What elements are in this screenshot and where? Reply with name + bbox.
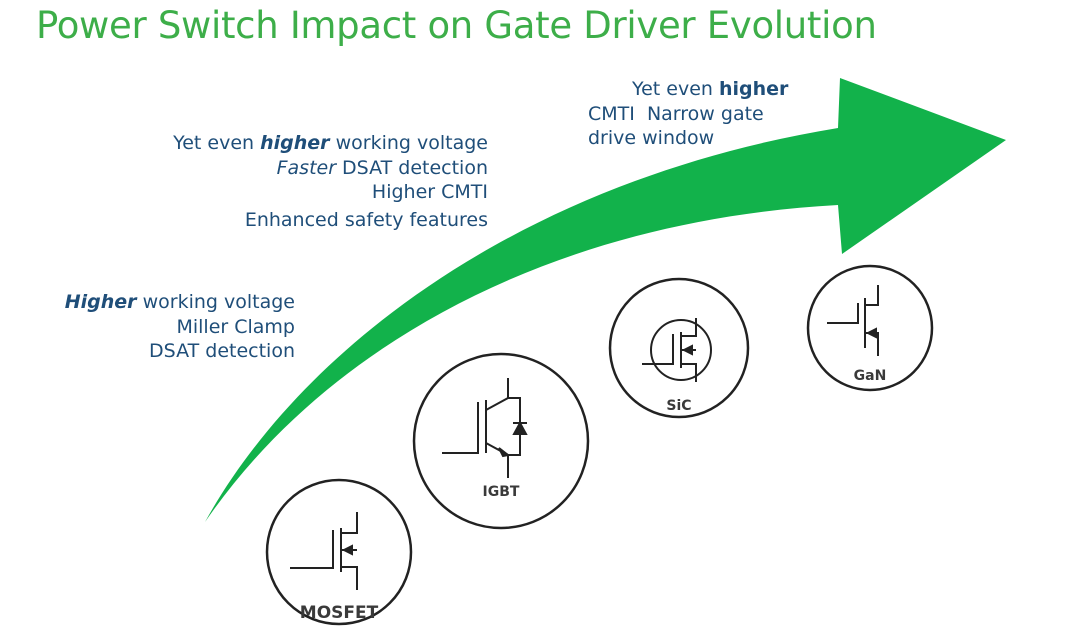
gan-node: GaN bbox=[806, 264, 934, 392]
mosfet-features: Higher working voltage Miller Clamp DSAT… bbox=[65, 290, 295, 364]
feature-line: CMTI Narrow gate bbox=[588, 102, 764, 125]
igbt-node: IGBT bbox=[412, 352, 590, 530]
feature-line: Yet even higher working voltage bbox=[173, 131, 488, 156]
feature-text: working voltage bbox=[329, 132, 488, 154]
emphasis: higher bbox=[260, 132, 330, 154]
gan-fet-symbol-icon bbox=[827, 285, 879, 356]
gan-label: GaN bbox=[854, 368, 887, 384]
feature-text: working voltage bbox=[136, 291, 295, 313]
feature-line: DSAT detection bbox=[149, 340, 295, 362]
feature-line: Higher CMTI bbox=[371, 181, 488, 203]
sic-label: SiC bbox=[666, 398, 691, 414]
feature-text: Yet even bbox=[173, 132, 261, 154]
mosfet-label: MOSFET bbox=[300, 603, 379, 623]
igbt-symbol-icon bbox=[442, 378, 528, 478]
page-title: Power Switch Impact on Gate Driver Evolu… bbox=[36, 4, 877, 47]
evolution-arrow bbox=[205, 78, 1006, 522]
feature-line: drive window bbox=[588, 127, 715, 149]
emphasis: Faster bbox=[276, 156, 337, 179]
igbt-label: IGBT bbox=[483, 484, 520, 500]
sic-features: Yet even higher CMTI Narrow gate drive w… bbox=[588, 77, 788, 151]
sic-mosfet-symbol-icon bbox=[642, 318, 712, 382]
emphasis: higher bbox=[718, 78, 789, 100]
feature-line: Higher working voltage bbox=[65, 290, 295, 315]
feature-text: Yet even bbox=[632, 78, 719, 100]
emphasis: Higher bbox=[64, 291, 137, 313]
mosfet-symbol-icon bbox=[290, 512, 358, 590]
mosfet-node: MOSFET bbox=[265, 478, 413, 626]
sic-node: SiC bbox=[608, 277, 750, 419]
feature-line: Enhanced safety features bbox=[244, 208, 488, 231]
igbt-features: Yet even higher working voltage Faster D… bbox=[173, 131, 488, 232]
feature-line: Yet even higher bbox=[588, 77, 788, 102]
feature-line: Faster DSAT detection bbox=[173, 156, 488, 181]
feature-line: Miller Clamp bbox=[176, 315, 295, 338]
feature-text: DSAT detection bbox=[336, 156, 488, 179]
